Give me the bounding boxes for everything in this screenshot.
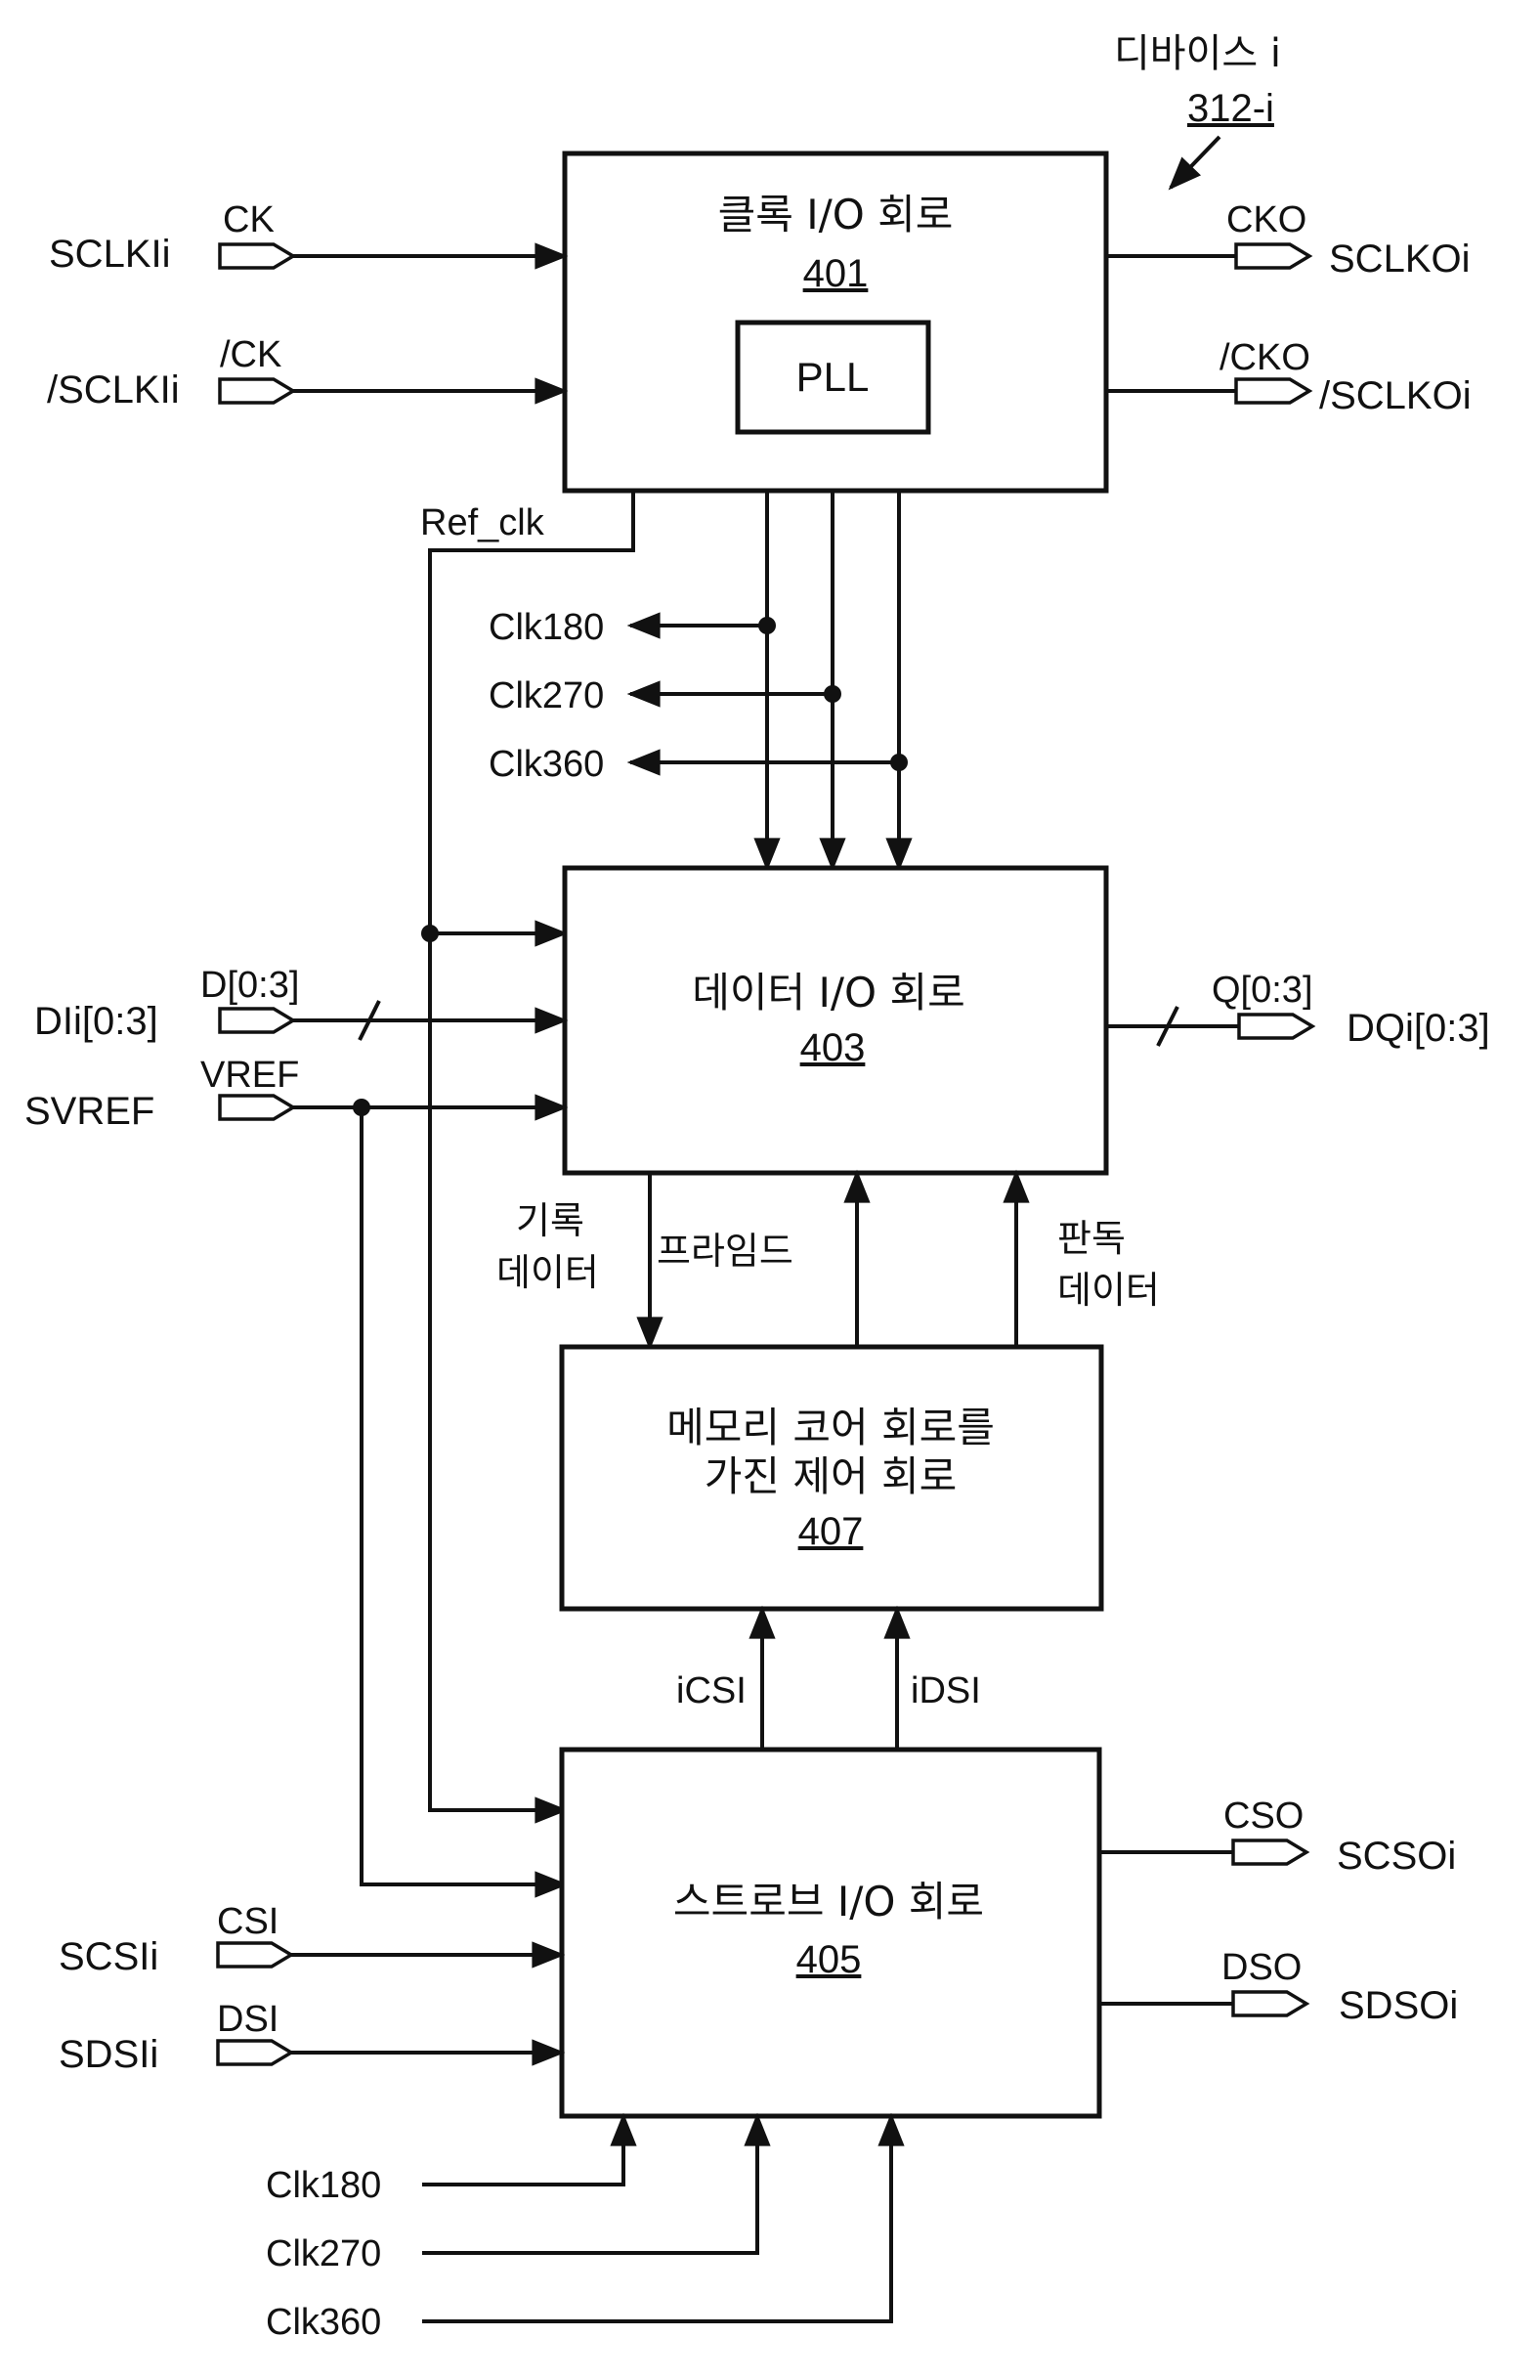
q-label: Q[0:3] [1212,970,1313,1011]
ref-clk-label: Ref_clk [420,502,545,543]
cko-pin [1236,244,1309,268]
dqi-label: DQi[0:3] [1347,1007,1490,1050]
clk360-input-label: Clk360 [266,2302,381,2343]
clk180-input-wire [422,2116,623,2185]
ncko-pin [1236,379,1309,403]
ck-pin [220,244,293,268]
clk270-tap-label: Clk270 [489,675,604,716]
pll-label: PLL [796,354,870,400]
prime-label: 프라임드 [657,1230,793,1273]
clk270-input-label: Clk270 [266,2233,381,2274]
csi-label: CSI [217,1901,278,1942]
device-ref-arrow [1171,137,1219,188]
clk180-tap-label: Clk180 [489,607,604,648]
dsi-pin [218,2041,291,2064]
clock-io-number: 401 [803,252,869,295]
cso-label: CSO [1223,1796,1304,1837]
vref-pin [220,1096,293,1119]
nck-pin [220,379,293,403]
nck-label: /CK [220,334,281,375]
strobe-io-number: 405 [796,1938,862,1981]
strobe-io-title: 스트로브 I/O 회로 [673,1878,984,1926]
nsclki-label: /SCLKIi [47,368,180,411]
scsi-label: SCSIi [59,1935,158,1978]
data-io-number: 403 [800,1026,866,1069]
control-number: 407 [798,1510,864,1553]
sclki-label: SCLKIi [49,233,171,276]
write-data-label-1: 기록 [516,1199,584,1242]
strobe-io-block [562,1750,1099,2116]
scso-label: SCSOi [1337,1835,1456,1878]
vref-label: VREF [200,1055,299,1096]
dsi-label: DSI [217,1999,278,2040]
nsclko-label: /SCLKOi [1319,374,1472,417]
clk360-input-wire [422,2116,891,2321]
d-label: D[0:3] [200,965,299,1006]
sdso-label: SDSOi [1339,1984,1458,2027]
ncko-label: /CKO [1219,337,1310,378]
sdsi-label: SDSIi [59,2033,158,2076]
clock-io-title: 클록 I/O 회로 [718,191,954,238]
dii-label: DIi[0:3] [34,1000,158,1043]
ck-label: CK [223,199,275,240]
q-pin [1239,1015,1312,1038]
control-title-line-1: 메모리 코어 회로를 [666,1404,995,1451]
dso-label: DSO [1221,1947,1302,1988]
clk180-input-label: Clk180 [266,2165,381,2206]
read-data-label-2: 데이터 [1057,1269,1160,1312]
control-title-line-2: 가진 제어 회로 [705,1452,958,1500]
sclko-label: SCLKOi [1329,238,1471,281]
icsi-label: iCSI [676,1670,747,1711]
device-title: 디바이스 i [1114,31,1281,76]
idsi-label: iDSI [911,1670,981,1711]
write-data-label-2: 데이터 [496,1251,599,1294]
clk360-tap-label: Clk360 [489,744,604,785]
dso-pin [1233,1992,1306,2015]
data-io-block [565,868,1106,1173]
ref-clk-junction [421,925,439,942]
device-ref: 312-i [1187,87,1274,130]
cso-pin [1233,1840,1306,1864]
cko-label: CKO [1226,199,1306,240]
csi-pin [218,1943,291,1967]
svref-label: SVREF [24,1090,154,1133]
read-data-label-1: 판독 [1057,1217,1126,1260]
data-io-title: 데이터 I/O 회로 [692,969,965,1017]
d-pin [220,1009,293,1032]
